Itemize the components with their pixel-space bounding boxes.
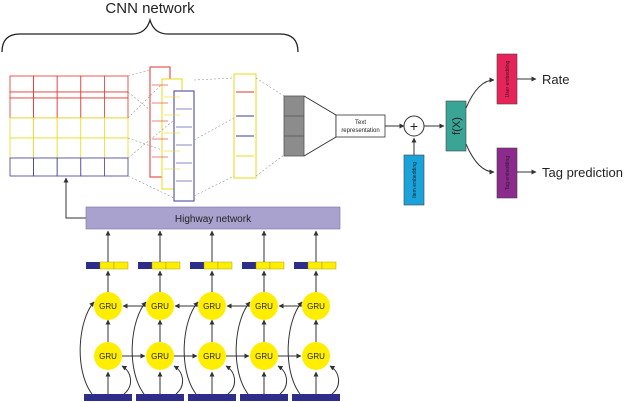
highway-network-label: Highway network bbox=[175, 214, 252, 225]
output-bar-yellow bbox=[203, 261, 219, 270]
output-bar-navy bbox=[294, 262, 308, 269]
matrix-cell bbox=[80, 117, 105, 139]
dotted-connectors bbox=[127, 69, 285, 199]
matrix-cell bbox=[104, 157, 129, 177]
output-bar-yellow bbox=[113, 261, 129, 270]
text-representation-block: Text representation bbox=[283, 95, 386, 157]
fx-box bbox=[445, 100, 467, 152]
rate-output-label: Rate bbox=[542, 72, 569, 87]
matrix-cell bbox=[80, 97, 105, 119]
input-token-bar bbox=[136, 394, 184, 401]
output-bar-navy bbox=[86, 262, 100, 269]
matrix-cell bbox=[104, 137, 129, 159]
matrix-cell bbox=[80, 137, 105, 159]
gray-block bbox=[283, 95, 305, 157]
gru-cell-forward bbox=[302, 342, 330, 370]
output-bar-yellow bbox=[99, 261, 115, 270]
matrix-cell bbox=[80, 157, 105, 177]
output-bar-navy bbox=[138, 262, 152, 269]
output-bar-yellow bbox=[321, 261, 337, 270]
item-embedding-label: Item embedding bbox=[412, 162, 418, 198]
pooled-vector bbox=[233, 73, 257, 179]
plus-sign: + bbox=[410, 118, 418, 134]
output-bar-yellow bbox=[269, 261, 285, 270]
convolution-feature-maps bbox=[149, 66, 195, 202]
matrix-cell bbox=[80, 75, 105, 93]
pooled-vector-box bbox=[233, 73, 257, 179]
input-token-bar bbox=[188, 394, 236, 401]
cnn-network-title: CNN network bbox=[105, 0, 195, 17]
matrix-cell bbox=[56, 97, 82, 119]
matrix-cell bbox=[9, 97, 35, 119]
matrix-cell bbox=[9, 117, 35, 139]
gru-cell-backward bbox=[94, 292, 122, 320]
matrix-cell bbox=[56, 75, 82, 93]
gru-cell-forward bbox=[198, 342, 226, 370]
matrix-cell bbox=[9, 91, 35, 99]
projection-trapezoid bbox=[303, 95, 337, 157]
text-representation-label-line2: representation bbox=[341, 128, 379, 134]
gru-label: GRU bbox=[255, 302, 273, 311]
output-bar-yellow bbox=[307, 261, 323, 270]
text-representation-label-line1: Text bbox=[355, 120, 366, 126]
input-embedding-matrix bbox=[9, 75, 129, 177]
matrix-cell bbox=[33, 97, 58, 119]
gru-cell-backward bbox=[250, 292, 278, 320]
gru-label: GRU bbox=[151, 352, 169, 361]
matrix-cell bbox=[9, 137, 35, 159]
input-token-bar bbox=[292, 394, 340, 401]
gru-label: GRU bbox=[99, 352, 117, 361]
matrix-cell bbox=[9, 75, 35, 93]
matrix-cell bbox=[9, 157, 35, 177]
gru-cell-backward bbox=[146, 292, 174, 320]
input-token-bar bbox=[84, 394, 132, 401]
gru-label: GRU bbox=[203, 352, 221, 361]
gru-label: GRU bbox=[99, 302, 117, 311]
matrix-cell bbox=[56, 157, 82, 177]
matrix-cell bbox=[104, 91, 129, 99]
output-bar-yellow bbox=[217, 261, 233, 270]
tag-embedding-label: Tag embedding bbox=[505, 156, 511, 190]
matrix-cell bbox=[104, 117, 129, 139]
matrix-cell bbox=[80, 91, 105, 99]
gru-cell-forward bbox=[94, 342, 122, 370]
gru-cell-backward bbox=[198, 292, 226, 320]
output-bar-yellow bbox=[255, 261, 271, 270]
gru-cell-forward bbox=[146, 342, 174, 370]
gru-label: GRU bbox=[307, 302, 325, 311]
output-bar-yellow bbox=[165, 261, 181, 270]
gru-label: GRU bbox=[203, 302, 221, 311]
gru-cell-forward bbox=[250, 342, 278, 370]
matrix-cell bbox=[33, 157, 58, 177]
gru-label: GRU bbox=[307, 352, 325, 361]
highway-network-box bbox=[85, 206, 341, 230]
matrix-cell bbox=[56, 137, 82, 159]
matrix-cell bbox=[33, 75, 58, 93]
matrix-cell bbox=[56, 91, 82, 99]
matrix-cell bbox=[33, 137, 58, 159]
output-bar-navy bbox=[242, 262, 256, 269]
tag-prediction-output-label: Tag prediction bbox=[542, 165, 623, 180]
input-token-bar bbox=[240, 394, 288, 401]
feature-map-blue bbox=[173, 90, 195, 202]
user-embedding-label: User embedding bbox=[505, 60, 511, 97]
cnn-brace bbox=[1, 17, 299, 53]
output-bar-yellow bbox=[151, 261, 167, 270]
tag-embedding-box bbox=[496, 147, 518, 199]
gru-cell-backward bbox=[302, 292, 330, 320]
matrix-cell bbox=[33, 117, 58, 139]
gru-label: GRU bbox=[255, 352, 273, 361]
matrix-cell bbox=[104, 75, 129, 93]
gru-layer: GRU GRU GRU GRU GRU GRU GRU GRU GRU GRU bbox=[79, 230, 340, 401]
fx-label: f(X) bbox=[451, 117, 463, 135]
matrix-cell bbox=[104, 97, 129, 119]
matrix-cell bbox=[56, 117, 82, 139]
matrix-cell bbox=[33, 91, 58, 99]
gru-label: GRU bbox=[151, 302, 169, 311]
output-bar-navy bbox=[190, 262, 204, 269]
